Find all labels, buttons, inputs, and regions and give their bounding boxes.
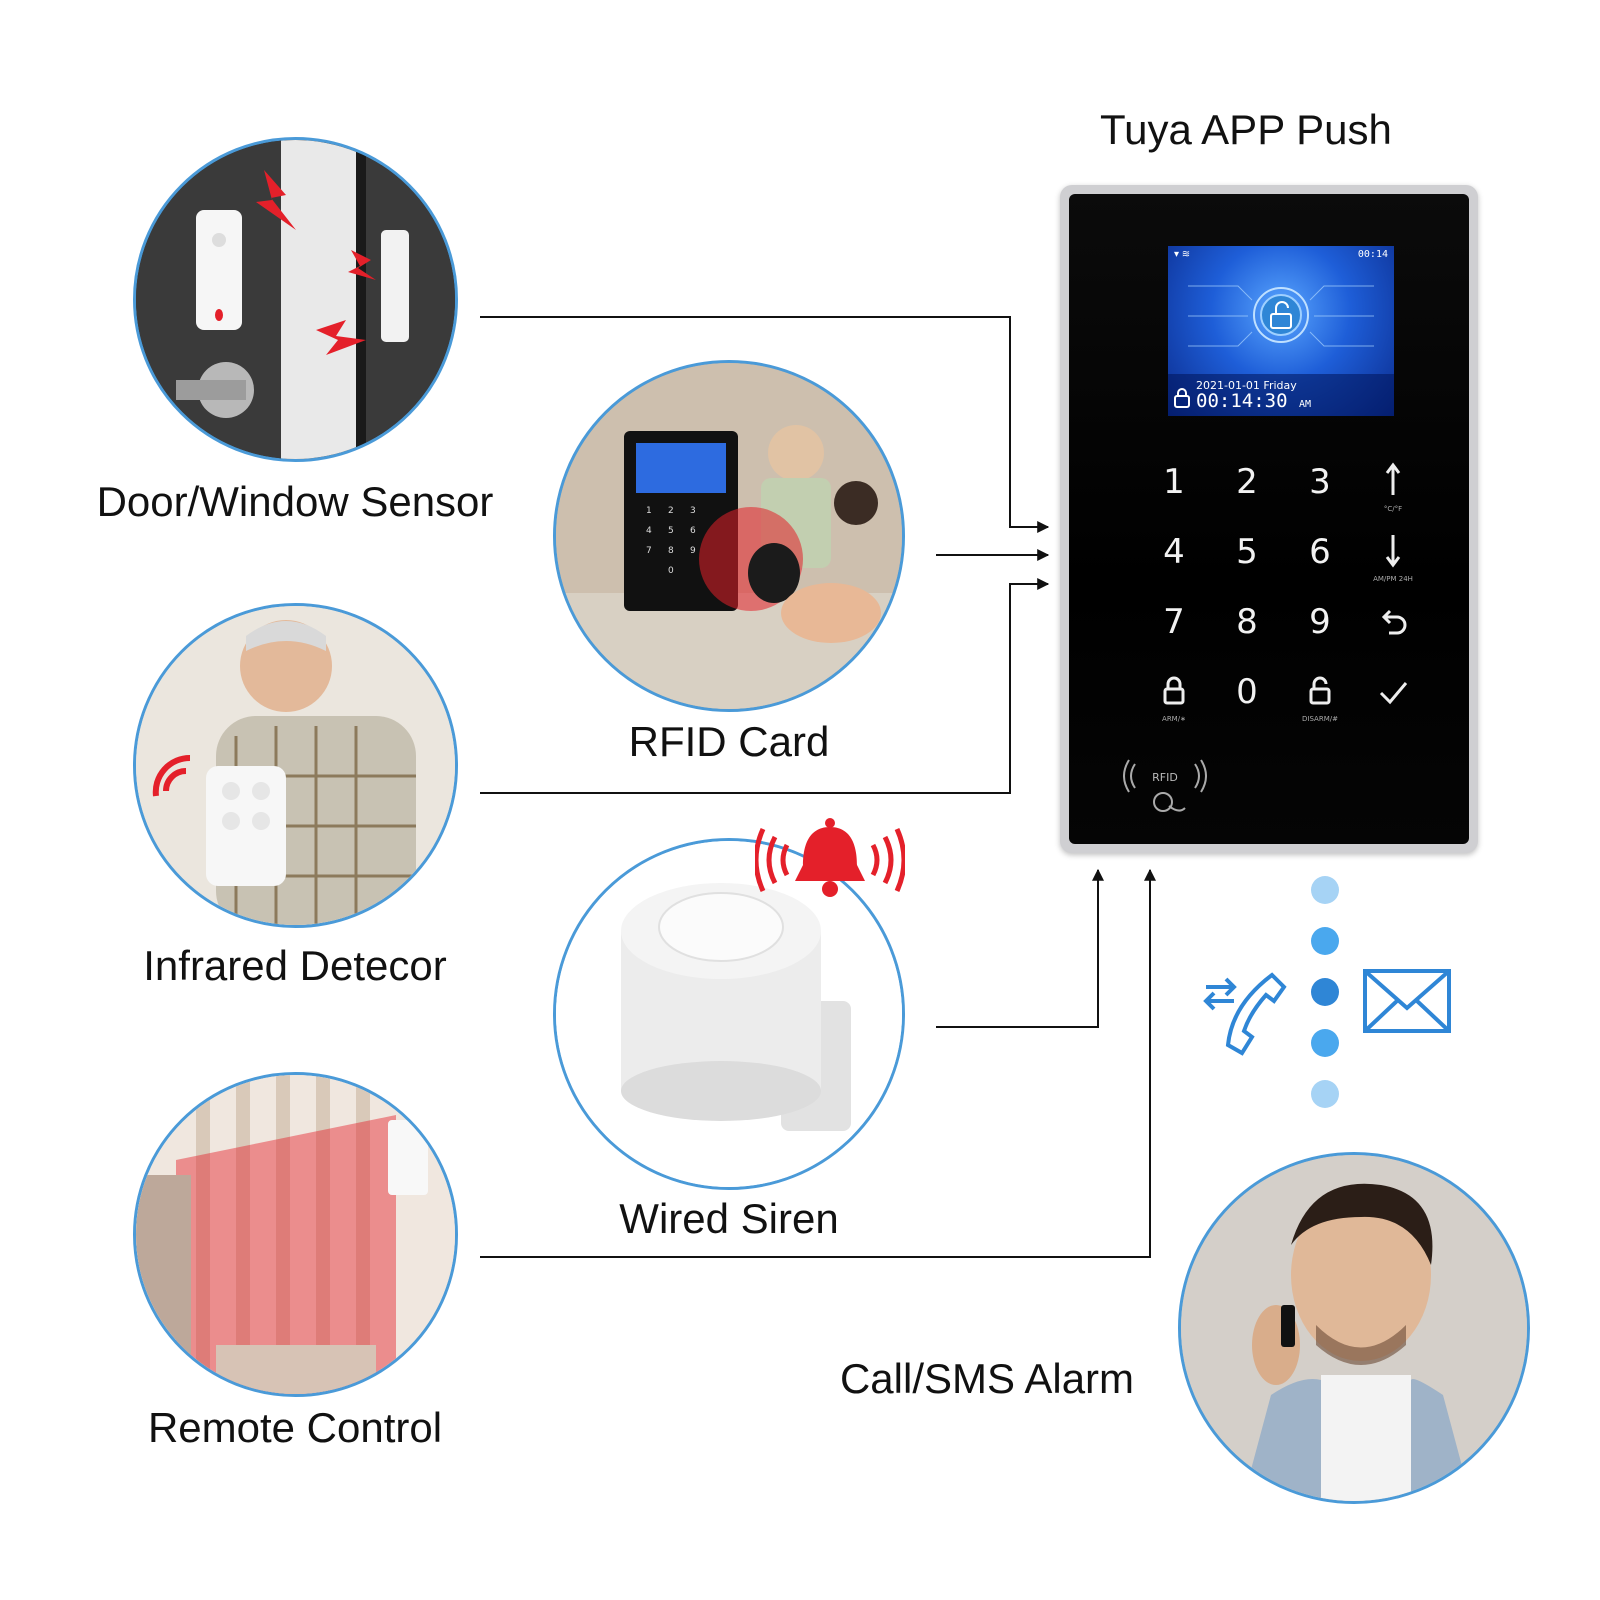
infrared-detector-caption: Infrared Detecor bbox=[143, 942, 447, 989]
lock-icon bbox=[1163, 676, 1185, 705]
lock-icon bbox=[1174, 388, 1190, 408]
rfid-card-image: 1 2 3 4 5 6 7 8 9 0 bbox=[553, 360, 905, 712]
key-arm[interactable]: ARM/∗ bbox=[1144, 667, 1204, 723]
arrow-up-icon bbox=[1385, 462, 1401, 495]
rfid-icon: RFID bbox=[1123, 759, 1207, 812]
signal-dot-4 bbox=[1311, 1029, 1339, 1057]
remote-control-caption: Remote Control bbox=[147, 1404, 443, 1451]
svg-text:4: 4 bbox=[646, 526, 652, 536]
signal-dot-5 bbox=[1311, 1080, 1339, 1108]
signal-dot-2 bbox=[1311, 927, 1339, 955]
signal-dot-3 bbox=[1311, 978, 1339, 1006]
key-down-sub: AM/PM 24H bbox=[1373, 575, 1413, 583]
line-door-sensor bbox=[480, 316, 1050, 533]
key-6[interactable]: 6 bbox=[1309, 532, 1331, 572]
key-back[interactable] bbox=[1363, 597, 1423, 647]
lcd-date: 2021-01-01 Friday bbox=[1196, 379, 1297, 392]
lcd-status-time: 00:14 bbox=[1357, 249, 1388, 260]
svg-text:3: 3 bbox=[690, 506, 696, 516]
key-1[interactable]: 1 bbox=[1163, 462, 1185, 502]
man-on-phone-illustration bbox=[1181, 1155, 1527, 1501]
key-9[interactable]: 9 bbox=[1309, 602, 1331, 642]
siren-illustration bbox=[556, 841, 902, 1187]
wired-siren-image bbox=[553, 838, 905, 1190]
rfid-reader[interactable]: RFID bbox=[1123, 754, 1207, 824]
signal-dot-1 bbox=[1311, 876, 1339, 904]
line-infrared bbox=[480, 578, 1050, 794]
svg-text:7: 7 bbox=[646, 546, 652, 556]
key-up[interactable]: °C/°F bbox=[1363, 457, 1423, 513]
unlock-icon bbox=[1309, 676, 1331, 705]
infrared-detector-image bbox=[133, 603, 458, 928]
key-2[interactable]: 2 bbox=[1236, 462, 1258, 502]
svg-text:8: 8 bbox=[668, 546, 674, 556]
circuit-pattern bbox=[1188, 285, 1374, 347]
svg-text:2: 2 bbox=[668, 506, 674, 516]
svg-text:6: 6 bbox=[690, 526, 696, 536]
control-panel-face: ▾ ≋ 00:14 bbox=[1069, 194, 1469, 844]
app-push-title: Tuya APP Push bbox=[1100, 106, 1392, 153]
svg-text:5: 5 bbox=[668, 526, 674, 536]
arrow-down-icon bbox=[1385, 535, 1401, 568]
infrared-illustration bbox=[136, 606, 455, 925]
key-3[interactable]: 3 bbox=[1309, 462, 1331, 502]
back-arrow-icon bbox=[1381, 609, 1407, 635]
key-disarm-sub: DISARM/# bbox=[1302, 715, 1338, 723]
key-arm-sub: ARM/∗ bbox=[1162, 715, 1186, 723]
remote-control-image bbox=[133, 1072, 458, 1397]
lcd-clock-bar bbox=[1168, 374, 1394, 416]
key-7[interactable]: 7 bbox=[1163, 602, 1185, 642]
lcd-screen: ▾ ≋ 00:14 bbox=[1168, 246, 1394, 416]
envelope-icon bbox=[1363, 969, 1451, 1033]
key-8[interactable]: 8 bbox=[1236, 602, 1258, 642]
line-siren bbox=[936, 868, 1104, 1028]
door-sensor-caption: Door/Window Sensor bbox=[96, 478, 494, 525]
line-remote bbox=[480, 868, 1156, 1258]
key-up-sub: °C/°F bbox=[1383, 505, 1403, 513]
key-0[interactable]: 0 bbox=[1236, 672, 1258, 712]
rfid-illustration: 1 2 3 4 5 6 7 8 9 0 bbox=[556, 363, 902, 709]
phone-icon bbox=[1203, 972, 1287, 1056]
svg-text:9: 9 bbox=[690, 546, 696, 556]
check-icon bbox=[1379, 682, 1408, 705]
svg-text:1: 1 bbox=[646, 506, 652, 516]
lcd-time: 00:14:30 AM bbox=[1196, 390, 1312, 412]
rfid-card-caption: RFID Card bbox=[628, 718, 830, 765]
key-4[interactable]: 4 bbox=[1163, 532, 1185, 572]
door-sensor-image bbox=[133, 137, 458, 462]
alarm-control-panel: ▾ ≋ 00:14 bbox=[1060, 185, 1478, 853]
rfid-label: RFID bbox=[1152, 771, 1178, 784]
unlock-icon bbox=[1253, 287, 1309, 343]
key-down[interactable]: AM/PM 24H bbox=[1363, 527, 1423, 583]
bell-icon bbox=[755, 818, 905, 897]
door-sensor-illustration bbox=[136, 140, 455, 459]
signal-icon: ▾ ≋ bbox=[1174, 249, 1191, 260]
call-sms-image bbox=[1178, 1152, 1530, 1504]
key-confirm[interactable] bbox=[1363, 667, 1423, 717]
remote-illustration bbox=[136, 1075, 455, 1394]
key-5[interactable]: 5 bbox=[1236, 532, 1258, 572]
key-disarm[interactable]: DISARM/# bbox=[1290, 667, 1350, 723]
svg-text:0: 0 bbox=[668, 566, 674, 576]
call-sms-caption: Call/SMS Alarm bbox=[839, 1355, 1135, 1402]
wired-siren-caption: Wired Siren bbox=[619, 1195, 839, 1242]
